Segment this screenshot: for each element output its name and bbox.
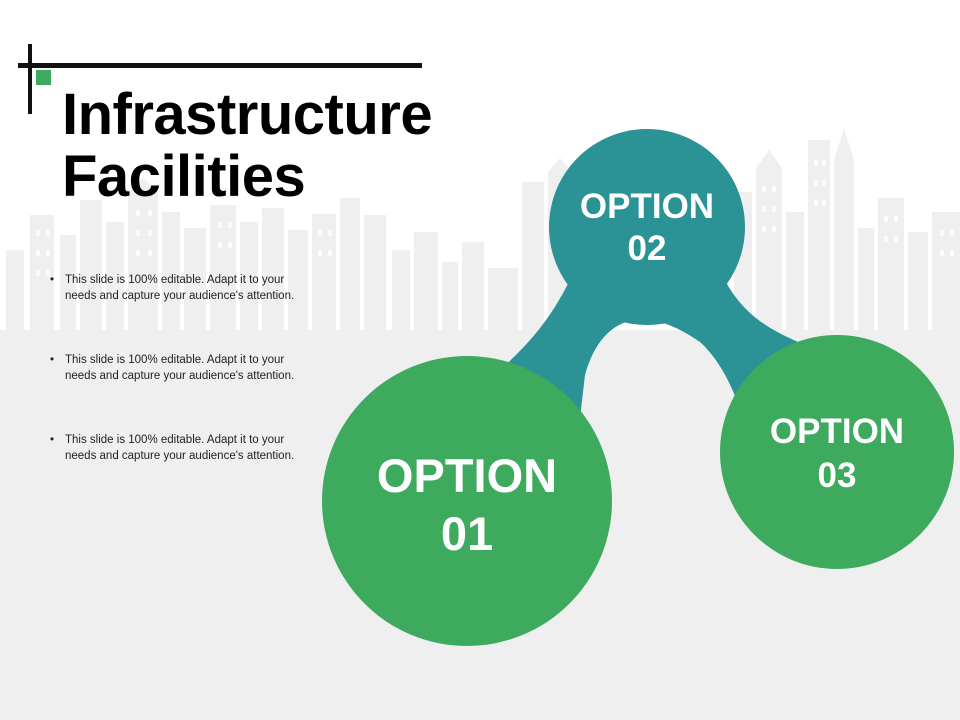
connector-arch [500, 270, 805, 425]
decorative-vertical-line [28, 44, 32, 114]
option-01-label: OPTION 01 [322, 447, 612, 563]
option-03-word: OPTION [769, 412, 905, 451]
option-03-number: 03 [817, 456, 857, 495]
bullet-item-2: This slide is 100% editable. Adapt it to… [48, 352, 318, 384]
option-01-number: 01 [440, 507, 494, 560]
accent-square [36, 70, 51, 85]
option-01-word: OPTION [376, 449, 558, 502]
option-03-label: OPTION 03 [720, 410, 954, 498]
decorative-horizontal-line [18, 63, 422, 68]
option-01-circle [322, 356, 612, 646]
slide-title-line-1: Infrastructure [62, 82, 433, 147]
slide-title-line-2: Facilities [62, 144, 306, 209]
option-02-circle [549, 129, 745, 325]
option-03-circle [720, 335, 954, 569]
option-02-label: OPTION 02 [548, 186, 746, 270]
option-02-number: 02 [627, 229, 667, 268]
bullet-list: This slide is 100% editable. Adapt it to… [48, 272, 318, 512]
option-02-word: OPTION [579, 187, 715, 226]
bullet-item-3: This slide is 100% editable. Adapt it to… [48, 432, 318, 464]
bullet-item-1: This slide is 100% editable. Adapt it to… [48, 272, 318, 304]
slide-title: Infrastructure Facilities [62, 84, 502, 208]
